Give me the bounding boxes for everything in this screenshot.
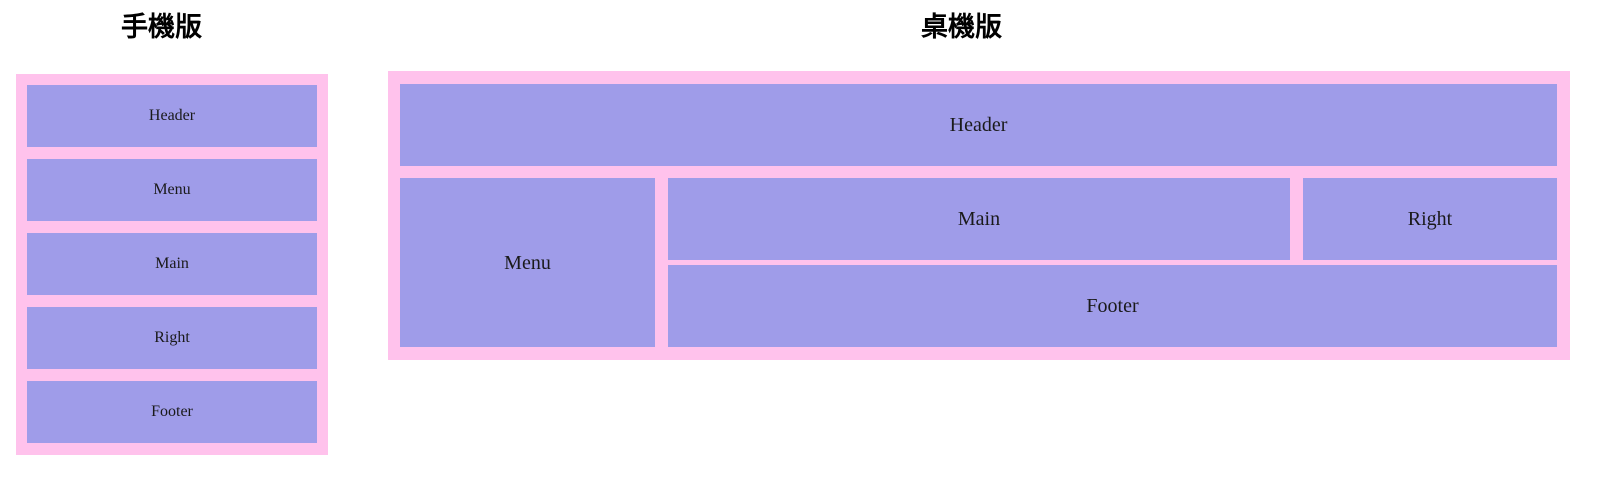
mobile-block-footer-label: Footer	[151, 403, 193, 420]
mobile-block-footer: Footer	[27, 381, 317, 443]
mobile-section-title: 手機版	[121, 12, 202, 43]
desktop-block-main: Main	[668, 178, 1290, 260]
desktop-block-right-label: Right	[1407, 208, 1453, 230]
desktop-block-right: Right	[1303, 178, 1557, 260]
desktop-block-footer-label: Footer	[1086, 295, 1139, 317]
mobile-block-main: Main	[27, 233, 317, 295]
mobile-block-menu-label: Menu	[153, 181, 191, 198]
mobile-block-right: Right	[27, 307, 317, 369]
desktop-block-header-label: Header	[949, 114, 1008, 136]
mobile-block-menu: Menu	[27, 159, 317, 221]
desktop-block-menu: Menu	[400, 178, 655, 347]
mobile-block-main-label: Main	[155, 255, 189, 272]
mobile-block-right-label: Right	[154, 329, 190, 346]
desktop-block-header: Header	[400, 84, 1557, 166]
desktop-block-menu-label: Menu	[504, 251, 551, 274]
desktop-block-main-label: Main	[957, 208, 1001, 230]
desktop-wireframe-container: Header Menu Main Right Footer	[388, 71, 1570, 360]
mobile-wireframe-container: Header Menu Main Right Footer	[16, 74, 328, 455]
desktop-block-footer: Footer	[668, 265, 1557, 347]
desktop-section-title: 桌機版	[921, 12, 1002, 43]
mobile-block-header-label: Header	[148, 107, 196, 124]
mobile-block-header: Header	[27, 85, 317, 147]
